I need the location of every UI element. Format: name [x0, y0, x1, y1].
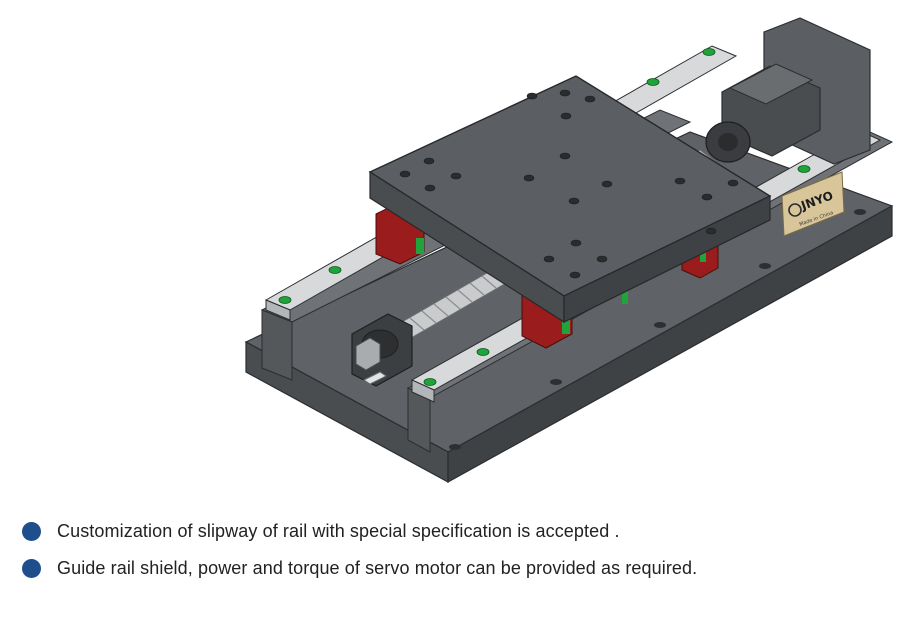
base-plate-side — [447, 204, 893, 484]
coupling-hub — [718, 133, 738, 151]
feature-list: Customization of slipway of rail with sp… — [0, 520, 914, 580]
key-part — [363, 371, 387, 385]
table-side — [563, 195, 771, 323]
front-rail-side — [411, 379, 435, 403]
feature-text: Customization of slipway of rail with sp… — [57, 521, 620, 541]
feature-text: Guide rail shield, power and torque of s… — [57, 558, 698, 578]
motor-flange-top — [728, 63, 814, 105]
table-holes — [399, 89, 739, 279]
bullet-icon — [22, 522, 41, 541]
rear-rail-support-front — [261, 309, 293, 381]
rear-rail-markers — [278, 48, 716, 304]
feature-item-customization: Customization of slipway of rail with sp… — [0, 520, 757, 543]
bullet-icon — [22, 559, 41, 578]
screw-shaft-end — [355, 337, 381, 371]
feature-item-guide-rail-shield: Guide rail shield, power and torque of s… — [0, 557, 757, 580]
rear-rail-side — [265, 299, 291, 321]
brand-logo-icon — [788, 203, 802, 217]
base-mount-holes — [265, 209, 866, 450]
linear-stage-drawing: JNYO Made in China — [244, 17, 894, 484]
linear-stage-illustration: JNYO Made in China — [244, 17, 894, 484]
